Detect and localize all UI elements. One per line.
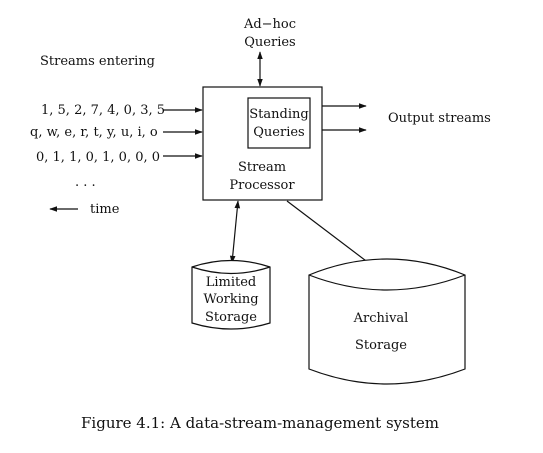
processor-label-line1: Stream [238,160,286,175]
figure-caption: Figure 4.1: A data-stream-management sys… [81,414,439,432]
streams-ellipsis: . . . [75,175,96,190]
adhoc-label-line2: Queries [244,35,295,50]
limited-label-line1: Limited [206,275,257,290]
standing-label-line1: Standing [249,107,308,122]
limited-storage-arrow [229,200,241,264]
stream-2: q, w, e, r, t, y, u, i, o [30,125,158,140]
stream-1: 1, 5, 2, 7, 4, 0, 3, 5 [41,103,165,118]
streams-heading: Streams entering [40,54,155,69]
limited-storage-rim [191,266,271,275]
adhoc-label-line1: Ad−hoc [243,17,296,32]
time-label: time [90,202,120,217]
output-streams-label: Output streams [388,111,491,126]
stream-3: 0, 1, 1, 0, 1, 0, 0, 0 [36,150,160,165]
archival-storage-rim [308,274,466,291]
archival-label-line2: Storage [355,338,407,353]
archival-storage-cylinder [308,258,466,385]
limited-storage-cylinder [191,259,271,330]
limited-label-line2: Working [203,292,258,307]
standing-label-line2: Queries [253,125,304,140]
archival-label-line1: Archival [353,311,409,326]
standing-queries-box [247,97,311,149]
limited-label-line3: Storage [205,310,257,325]
processor-label-line2: Processor [229,178,295,193]
